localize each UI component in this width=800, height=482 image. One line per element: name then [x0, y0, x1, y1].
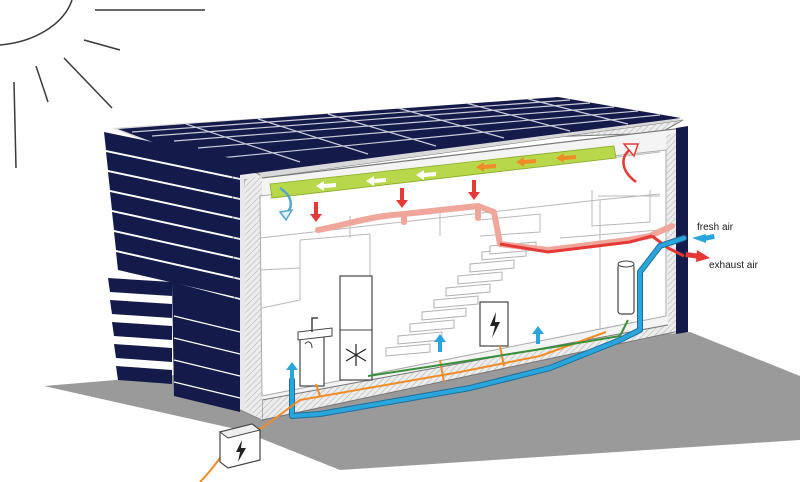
lightning-icon: [490, 312, 500, 338]
exhaust-air-label: exhaust air: [709, 260, 758, 271]
electrical-junction-box: [218, 423, 262, 469]
arrow-up-1: [286, 362, 298, 380]
arrow-down-2: [396, 188, 408, 208]
kitchen-sink: [297, 317, 333, 387]
exhaust-air-arrow: [685, 250, 710, 262]
solar-roof: [118, 97, 681, 175]
roof-outlet-arrow: [278, 186, 294, 222]
fresh-air-label: fresh air: [697, 222, 734, 233]
supply-air-pipe: [289, 235, 687, 419]
sun-icon: [0, 0, 205, 169]
warm-air-supply-arrows: [310, 180, 480, 222]
snowflake-icon: [345, 344, 367, 366]
ground-shadow: [44, 332, 800, 470]
left-louvers: [104, 132, 240, 412]
roof-air-channel: [269, 145, 617, 199]
arrow-up-2: [434, 334, 446, 352]
lightning-icon: [236, 440, 246, 462]
exhaust-duct: [499, 234, 685, 258]
arrow-up-3: [532, 326, 544, 344]
warm-air-duct: [315, 203, 675, 253]
electrical-panel: [479, 301, 509, 347]
fresh-air-arrow: [692, 233, 715, 243]
water-tank: [617, 260, 635, 315]
arrow-down-3: [468, 180, 480, 200]
fridge: [339, 275, 373, 381]
water-pipe: [367, 319, 629, 377]
front-wall-hatch: [245, 175, 262, 420]
right-louvers: [676, 126, 688, 334]
left-louver-gaps: [173, 315, 241, 399]
arrow-down-1: [310, 202, 322, 222]
fresh-air-up-arrows: [286, 326, 544, 380]
roof-inlet-arrow: [622, 143, 640, 183]
